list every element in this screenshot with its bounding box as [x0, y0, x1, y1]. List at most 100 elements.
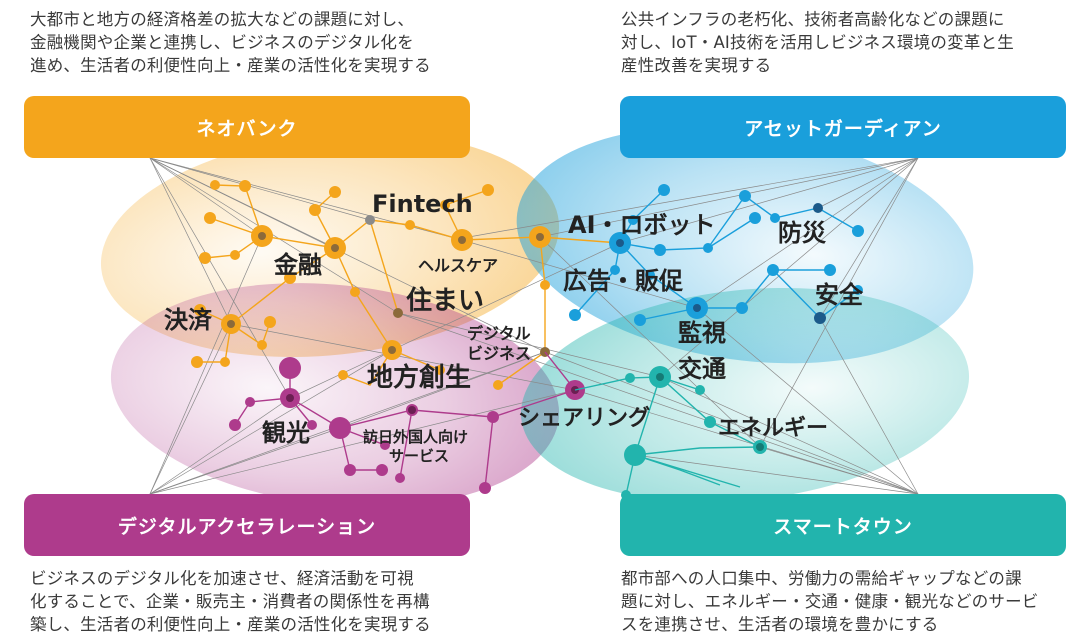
node — [704, 416, 716, 428]
node — [257, 340, 267, 350]
description-line: 進め、生活者の利便性向上・産業の活性化を実現する — [30, 56, 431, 75]
smart-town-description: 都市部への人口集中、労働力の需給ギャップなどの課 題に対し、エネルギー・交通・健… — [621, 567, 1039, 636]
node — [749, 212, 761, 224]
node — [695, 385, 705, 395]
node — [770, 213, 780, 223]
description-line: スを連携させ、生活者の環境を豊かにする — [621, 615, 939, 634]
description-line: 築し、生活者の利便性向上・産業の活性化を実現する — [30, 615, 431, 634]
node-core — [814, 312, 826, 324]
label-advertising: 広告・販促 — [563, 267, 683, 295]
node — [853, 285, 863, 295]
node — [435, 365, 445, 375]
node-core — [258, 232, 266, 240]
node-core — [756, 443, 764, 451]
node-core — [616, 239, 624, 247]
node — [309, 204, 321, 216]
label-tourism: 観光 — [262, 419, 310, 447]
asset-guardian-header: アセットガーディアン — [620, 96, 1066, 158]
label-housing: 住まい — [406, 285, 484, 316]
label-inbound-2: サービス — [389, 447, 449, 465]
label-monitoring: 監視 — [678, 319, 726, 347]
node — [338, 370, 348, 380]
node-core — [813, 203, 823, 213]
label-energy: エネルギー — [718, 416, 828, 441]
node — [634, 314, 646, 326]
node — [199, 252, 211, 264]
node — [624, 444, 646, 466]
label-disaster: 防災 — [778, 219, 827, 247]
node — [307, 420, 317, 430]
description-line: 対し、IoT・AI技術を活用しビジネス環境の変革と生 — [621, 33, 1014, 52]
label-sharing: シェアリング — [518, 405, 650, 431]
diagram-labels: Fintech AI・ロボット 防災 金融 ヘルスケア 住まい 広告・販促 安全… — [164, 190, 864, 465]
node — [739, 190, 751, 202]
node-core — [227, 320, 235, 328]
label-digital-business-1: デジタル — [467, 324, 531, 343]
connection-lines — [149, 157, 919, 495]
node-core — [458, 236, 466, 244]
description-line: 公共インフラの老朽化、技術者高齢化などの課題に — [621, 10, 1005, 29]
asset-guardian-node-cores — [616, 203, 826, 324]
node-core — [656, 373, 664, 381]
node — [482, 184, 494, 196]
node — [852, 225, 864, 237]
smart-town-header: スマートタウン — [620, 494, 1066, 556]
node — [264, 316, 276, 328]
digital-acceleration-nodes — [229, 357, 585, 494]
description-line: 題に対し、エネルギー・交通・健康・観光などのサービ — [621, 592, 1039, 611]
node — [350, 287, 360, 297]
description-line: 大都市と地方の経済格差の拡大などの課題に対し、 — [30, 10, 415, 29]
node — [245, 397, 255, 407]
node — [610, 265, 620, 275]
node — [230, 250, 240, 260]
description-line: ビジネスのデジタル化を加速させ、経済活動を可視 — [30, 569, 414, 588]
node — [395, 473, 405, 483]
node-core — [388, 346, 396, 354]
label-transport: 交通 — [678, 355, 726, 383]
node — [405, 220, 415, 230]
label-inbound-1: 訪日外国人向け — [363, 428, 468, 446]
node — [493, 380, 503, 390]
label-regional: 地方創生 — [367, 362, 471, 393]
node — [658, 184, 670, 196]
node — [229, 419, 241, 431]
node — [239, 180, 251, 192]
description-line: 産性改善を実現する — [621, 56, 772, 75]
node — [440, 200, 450, 210]
digital-acceleration-header: デジタルアクセラレーション — [24, 494, 470, 556]
description-line: 化することで、企業・販売主・消費者の関係性を再構 — [30, 592, 430, 611]
smart-town-node-cores — [656, 373, 764, 451]
node — [344, 464, 356, 476]
neobank-description: 大都市と地方の経済格差の拡大などの課題に対し、 金融機関や企業と連携し、ビジネス… — [30, 8, 431, 77]
node — [736, 302, 748, 314]
digital-acceleration-description: ビジネスのデジタル化を加速させ、経済活動を可視 化することで、企業・販売主・消費… — [30, 567, 431, 636]
node — [479, 482, 491, 494]
node — [376, 464, 388, 476]
description-line: 都市部への人口集中、労働力の需給ギャップなどの課 — [621, 569, 1022, 588]
asset-guardian-description: 公共インフラの老朽化、技術者高齢化などの課題に 対し、IoT・AI技術を活用しビ… — [621, 8, 1014, 77]
node — [284, 272, 296, 284]
node — [569, 309, 581, 321]
description-line: 金融機関や企業と連携し、ビジネスのデジタル化を — [30, 33, 414, 52]
node — [279, 357, 301, 379]
node-core — [408, 406, 416, 414]
node-core — [693, 304, 701, 312]
node — [210, 180, 220, 190]
node — [191, 356, 203, 368]
node — [703, 243, 713, 253]
label-safety: 安全 — [815, 281, 864, 309]
node — [380, 440, 390, 450]
node — [329, 417, 351, 439]
label-finance: 金融 — [273, 251, 322, 279]
node — [329, 186, 341, 198]
node — [204, 212, 216, 224]
label-healthcare: ヘルスケア — [418, 256, 498, 275]
label-digital-business-2: ビジネス — [467, 344, 531, 363]
asset-guardian-nodes — [569, 184, 864, 326]
node — [194, 304, 206, 316]
node — [628, 215, 638, 225]
neobank-header: ネオバンク — [24, 96, 470, 158]
node-core — [331, 244, 339, 252]
node — [487, 411, 499, 423]
